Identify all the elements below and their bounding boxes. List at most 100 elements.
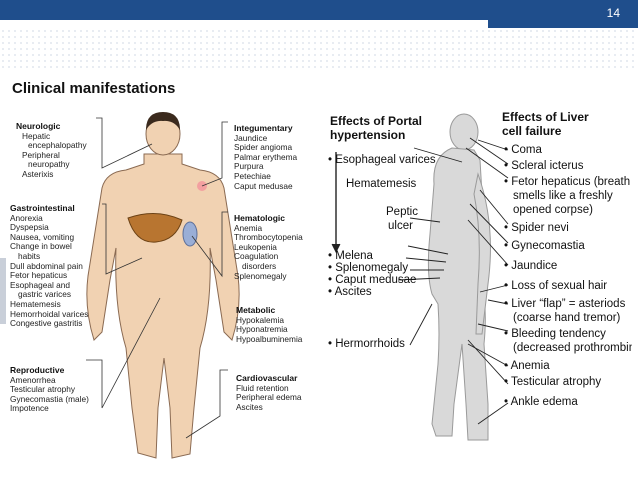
liver-item: • Coma xyxy=(504,144,542,156)
group-item: neuropathy xyxy=(28,159,70,170)
liver-item: • Jaundice xyxy=(504,260,558,272)
liver-item: (decreased prothrombin) xyxy=(513,342,632,354)
liver-item: • Ankle edema xyxy=(504,396,578,408)
group-item: Dyspepsia xyxy=(10,222,49,233)
group-item: disorders xyxy=(242,260,277,271)
group-item: Splenomegaly xyxy=(234,270,287,281)
group-item: Leukopenia xyxy=(234,241,277,252)
header-bar xyxy=(0,0,638,20)
group-item: Coagulation xyxy=(234,251,279,262)
liver-item: • Testicular atrophy xyxy=(504,376,602,388)
liver-item: • Liver “flap” = asteriods xyxy=(504,298,626,310)
portal-arrow-head xyxy=(331,243,341,254)
group-heading: Integumentary xyxy=(234,123,293,133)
group-item: Hematemesis xyxy=(10,298,61,309)
gastrointestinal-group: Gastrointestinal Anorexia Dyspepsia Naus… xyxy=(10,203,88,329)
header-bar-tab xyxy=(488,0,638,28)
group-item: Dull abdominal pain xyxy=(10,260,83,271)
group-item: Nausea, vomiting xyxy=(10,231,75,242)
liver xyxy=(127,213,183,243)
group-item: Anemia xyxy=(234,222,263,233)
liver-item-text: Spider nevi xyxy=(511,222,569,234)
portal-item-text: Melena xyxy=(335,250,373,262)
portal-item-text: Caput medusae xyxy=(335,274,417,286)
right-figure: Effects of Portal hypertension Effects o… xyxy=(328,104,632,472)
liver-item: • Bleeding tendency xyxy=(504,328,606,340)
liver-item: • Loss of sexual hair xyxy=(504,280,608,292)
group-heading: Hematologic xyxy=(234,213,286,223)
liver-item: • Fetor hepaticus (breath xyxy=(504,176,631,188)
portal-item: Peptic xyxy=(386,206,418,218)
group-item: gastric varices xyxy=(18,289,72,300)
portal-item: • Splenomegaly xyxy=(328,262,409,274)
slide-number: 14 xyxy=(606,6,620,20)
liver-item: smells like a freshly xyxy=(513,190,613,202)
group-item: Hepatic xyxy=(22,130,51,141)
portal-item-text: Esophageal varices xyxy=(335,154,436,166)
neurologic-group: Neurologic Hepatic encephalopathy Periph… xyxy=(16,121,87,180)
liver-item-text: Gynecomastia xyxy=(511,240,585,252)
reproductive-group: Reproductive Amenorrhea Testicular atrop… xyxy=(10,365,89,414)
portal-item-text: Splenomegaly xyxy=(335,262,409,274)
metabolic-group: Metabolic Hypokalemia Hyponatremia Hypoa… xyxy=(236,305,303,344)
portal-item-text: Ascites xyxy=(334,286,372,298)
title-band xyxy=(6,76,220,102)
hair xyxy=(146,112,180,130)
liver-item-text: Bleeding tendency xyxy=(511,328,606,340)
group-item: Purpura xyxy=(234,161,264,172)
spleen xyxy=(182,221,198,247)
group-item: Esophageal and xyxy=(10,279,70,290)
group-item: Congestive gastritis xyxy=(10,318,83,329)
liver-item: • Anemia xyxy=(504,360,550,372)
liver-item-text: Liver “flap” = asteriods xyxy=(511,298,626,310)
left-figure: Neurologic Hepatic encephalopathy Periph… xyxy=(6,108,326,472)
liver-item-text: Loss of sexual hair xyxy=(511,280,608,292)
group-item: habits xyxy=(18,250,41,261)
group-item: Amenorrhea xyxy=(10,374,56,385)
portal-item-text: Hermorrhoids xyxy=(335,338,405,350)
arm xyxy=(473,172,491,335)
group-item: Testicular atrophy xyxy=(10,384,76,395)
group-heading: Cardiovascular xyxy=(236,373,298,383)
group-item: Jaundice xyxy=(234,132,268,143)
group-item: Spider angioma xyxy=(234,142,293,153)
group-item: Hyponatremia xyxy=(236,324,288,335)
group-item: Ascites xyxy=(236,401,263,412)
integumentary-group: Integumentary Jaundice Spider angioma Pa… xyxy=(234,123,298,191)
portal-item: ulcer xyxy=(388,220,413,232)
group-item: Asterixis xyxy=(22,168,54,179)
body-torso xyxy=(86,153,240,459)
liver-item: opened corpse) xyxy=(513,204,593,216)
liver-item: (coarse hand tremor) xyxy=(513,312,621,324)
group-item: Thrombocytopenia xyxy=(234,232,303,243)
group-item: Fluid retention xyxy=(236,382,289,393)
portal-hypertension-heading: Effects of Portal hypertension xyxy=(330,114,423,142)
group-item: Hypokalemia xyxy=(236,314,284,325)
portal-item: • Melena xyxy=(328,250,373,262)
group-item: Impotence xyxy=(10,403,49,414)
group-item: Petechiae xyxy=(234,170,271,181)
group-item: Caput medusae xyxy=(234,180,293,191)
group-item: Hypoalbuminemia xyxy=(236,333,303,344)
liver-item-text: Ankle edema xyxy=(510,396,578,408)
portal-item: • Caput medusae xyxy=(328,274,417,286)
cardiovascular-group: Cardiovascular Fluid retention Periphera… xyxy=(236,373,302,412)
liver-item: • Scleral icterus xyxy=(504,160,584,172)
group-item: Palmar erythema xyxy=(234,151,298,162)
group-item: encephalopathy xyxy=(28,140,87,151)
group-item: Gynecomastia (male) xyxy=(10,393,89,404)
liver-failure-body-illustration xyxy=(331,113,509,441)
group-item: Peripheral xyxy=(22,149,60,160)
liver-item-text: Anemia xyxy=(510,360,550,372)
group-heading: Gastrointestinal xyxy=(10,203,75,213)
group-heading: Metabolic xyxy=(236,305,276,315)
group-item: Change in bowel xyxy=(10,241,72,252)
liver-item-text: Coma xyxy=(511,144,542,156)
side-tab xyxy=(0,258,6,324)
group-item: Anorexia xyxy=(10,212,43,223)
group-item: Fetor hepaticus xyxy=(10,270,68,281)
liver-item-text: Jaundice xyxy=(511,260,558,272)
portal-item: Hematemesis xyxy=(346,178,417,190)
liver-failure-heading: Effects of Liver cell failure xyxy=(502,110,589,138)
dotted-pattern xyxy=(0,28,638,70)
